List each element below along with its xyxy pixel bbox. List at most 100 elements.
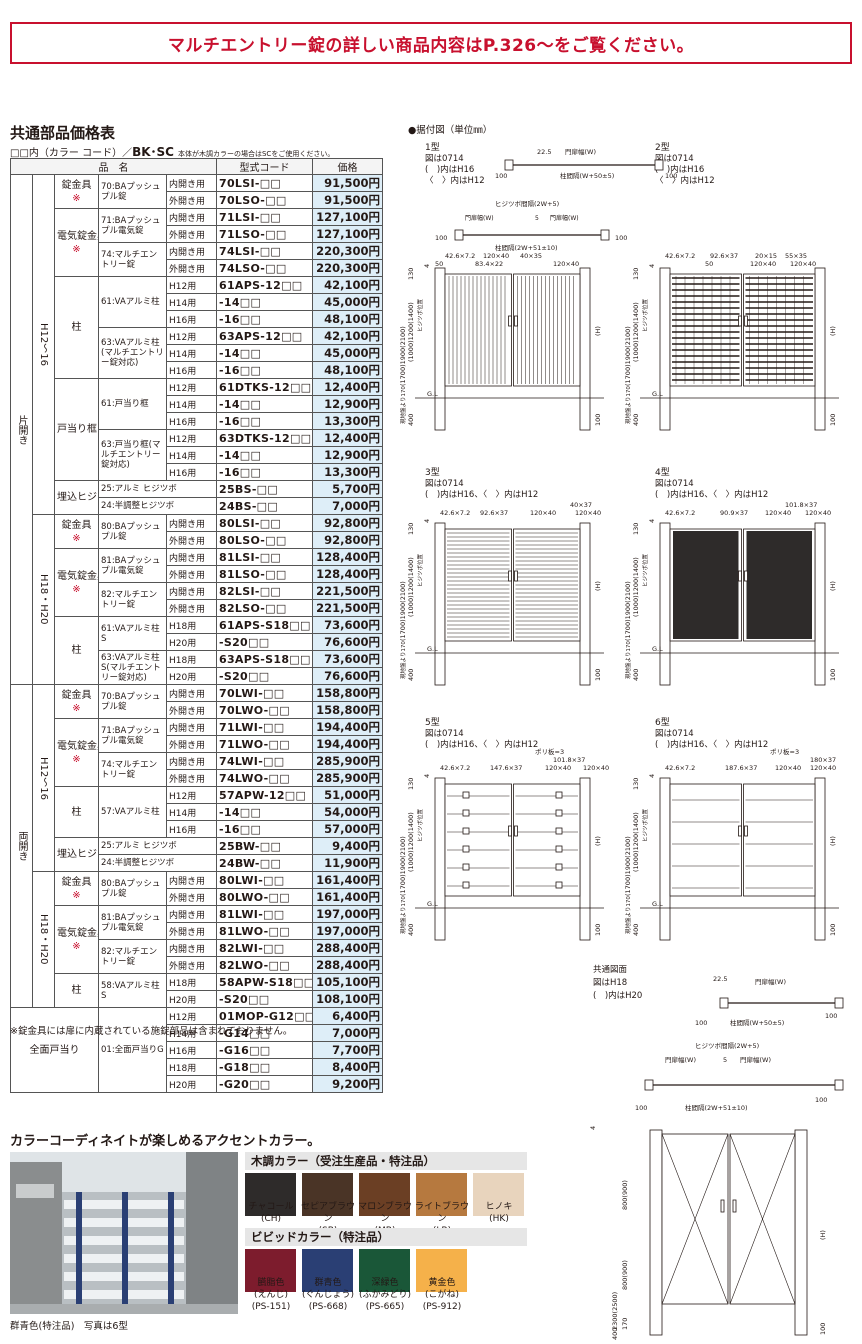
color-name: 黄金色(こがね)(PS-912) <box>412 1277 472 1313</box>
dim-4: 4 <box>423 264 431 268</box>
price-value: 42,100円 <box>312 327 383 345</box>
post <box>434 522 446 686</box>
height-dim: (1700)1900(2100) <box>624 581 632 641</box>
dimension-label: 120×40 <box>575 509 601 517</box>
table-row: H14用-14□□12,900円 <box>11 446 383 464</box>
dimension-label: 100 <box>815 1096 827 1104</box>
type-title: 1型 <box>425 142 440 153</box>
note-mark: ※ <box>72 753 81 765</box>
type-note: 図は0714 <box>655 729 694 739</box>
item-sub: H14用 <box>166 803 217 821</box>
price-value: 48,100円 <box>312 310 383 328</box>
category-text: 電気錠金具 <box>57 230 98 242</box>
item-sub: H16用 <box>166 1041 217 1059</box>
dimension-label: 50 <box>705 260 713 268</box>
item-name: 81:BAプッシュプル電気錠 <box>98 905 167 940</box>
item-name: 25:アルミ ヒジツボ <box>98 837 217 855</box>
dimension-label: 柱間隔(W+50±5) <box>730 1018 784 1027</box>
hiji-dim: (1000)1200(1400) <box>632 812 640 872</box>
price-value: 6,400円 <box>312 1007 383 1025</box>
model-code: 81LWI-□□ <box>216 905 313 923</box>
drawing-rect <box>555 845 563 853</box>
ground-label: G.L <box>427 900 438 908</box>
model-code: 71LSI-□□ <box>216 208 313 226</box>
price-table-footer: ※錠金具には扉に内蔵されている施錠部品は含まれておりません。 <box>10 1026 293 1037</box>
dim-100: 100 <box>594 414 602 426</box>
color-section-title: カラーコーディネイトが楽しめるアクセントカラー。 <box>10 1134 321 1149</box>
color-name: 臙脂色(えんじ)(PS-151) <box>241 1277 301 1313</box>
item-name: 70:BAプッシュプル錠 <box>98 174 167 209</box>
post <box>434 267 446 431</box>
item-sub: H18用 <box>166 616 217 634</box>
dimension-label: 門扉幅(W) <box>550 214 579 222</box>
dim-400: 400 <box>611 1328 619 1340</box>
item-sub: 外開き用 <box>166 922 217 940</box>
type-note: 図は0714 <box>425 479 464 489</box>
dimension-label: 120×40 <box>483 252 509 260</box>
dimension-label: 147.6×37 <box>490 764 522 772</box>
price-value: 51,000円 <box>312 786 383 804</box>
category-label: 柱 <box>54 973 99 1008</box>
ground-label: G.L <box>427 390 438 398</box>
ground-dim: 現地盤より170 <box>399 386 407 424</box>
price-value: 12,900円 <box>312 395 383 413</box>
model-code: 80LSI-□□ <box>216 514 313 532</box>
model-code: 82LSO-□□ <box>216 599 313 617</box>
drawing-rect <box>504 159 514 171</box>
price-value: 92,800円 <box>312 514 383 532</box>
price-value: 128,400円 <box>312 565 383 583</box>
h-note: (H) <box>594 326 602 336</box>
model-code: 25BS-□□ <box>216 480 313 498</box>
dim-130: 130 <box>407 523 415 535</box>
item-sub: H12用 <box>166 327 217 345</box>
item-sub: H12用 <box>166 378 217 396</box>
category-label: 錠金具※ <box>54 684 99 719</box>
item-sub: H20用 <box>166 1075 217 1093</box>
type-note: 〈 〉内はH12 <box>655 175 715 186</box>
handle <box>514 570 518 582</box>
hiji-label: ヒジツボ位置 <box>416 808 424 842</box>
model-code: -14□□ <box>216 446 313 464</box>
post <box>649 1129 663 1336</box>
item-sub: H16用 <box>166 463 217 481</box>
handle <box>744 570 748 582</box>
type-note: ( )内はH16 <box>655 164 704 175</box>
dimension-label: 120×40 <box>765 509 791 517</box>
item-sub: H20用 <box>166 990 217 1008</box>
category-label: 埋込ヒジツボ <box>54 480 99 515</box>
dim-400: 400 <box>407 924 415 936</box>
type-note: ( )内はH16 <box>425 164 474 175</box>
item-sub: 内開き用 <box>166 684 217 702</box>
note-mark: ※ <box>72 192 81 204</box>
dimension-label: 120×40 <box>805 509 831 517</box>
item-sub: H20用 <box>166 633 217 651</box>
common-note: 図はH18 <box>593 978 627 988</box>
item-sub: H14用 <box>166 293 217 311</box>
color-code: (えんじ) <box>253 1290 289 1300</box>
hiji-dim: (1000)1200(1400) <box>632 302 640 362</box>
item-sub: 内開き用 <box>166 174 217 192</box>
dimension-label: 180×37 <box>810 756 836 764</box>
item-name: 80:BAプッシュプル錠 <box>98 514 167 549</box>
color-swatch <box>245 1249 296 1292</box>
item-sub: 内開き用 <box>166 752 217 770</box>
model-code: -16□□ <box>216 412 313 430</box>
note-mark: ※ <box>72 940 81 952</box>
drawing-rect <box>600 229 610 241</box>
dim-4: 4 <box>423 774 431 778</box>
item-name: 82:マルチエントリー錠 <box>98 939 167 974</box>
dim-130: 130 <box>407 778 415 790</box>
model-code: 57APW-12□□ <box>216 786 313 804</box>
model-code: -S20□□ <box>216 990 313 1008</box>
color-name: チャコール(CH) <box>241 1201 301 1225</box>
